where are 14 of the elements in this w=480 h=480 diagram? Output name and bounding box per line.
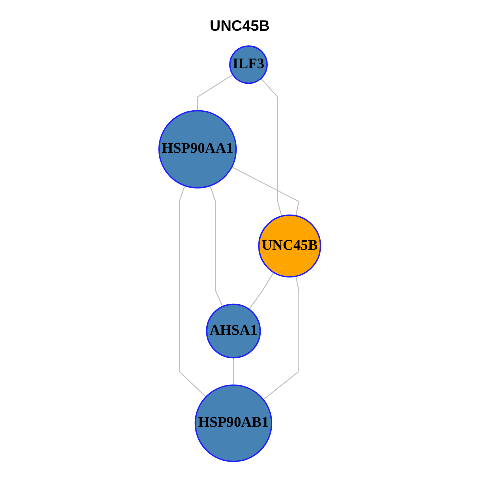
connector [210,185,224,308]
connector [179,185,207,398]
diagram-title: UNC45B [208,18,271,35]
connector [197,74,234,112]
connector [232,166,300,217]
node-circle: AHSA1 [206,304,262,359]
connector [248,272,274,310]
node-circle: UNC45B [258,214,322,278]
node-circle: HSP90AB1 [194,384,272,462]
node-circle: HSP90AA1 [158,110,238,189]
connector [260,78,282,217]
connector [263,276,300,400]
connector [233,358,234,386]
node-circle: ILF3 [229,46,268,84]
